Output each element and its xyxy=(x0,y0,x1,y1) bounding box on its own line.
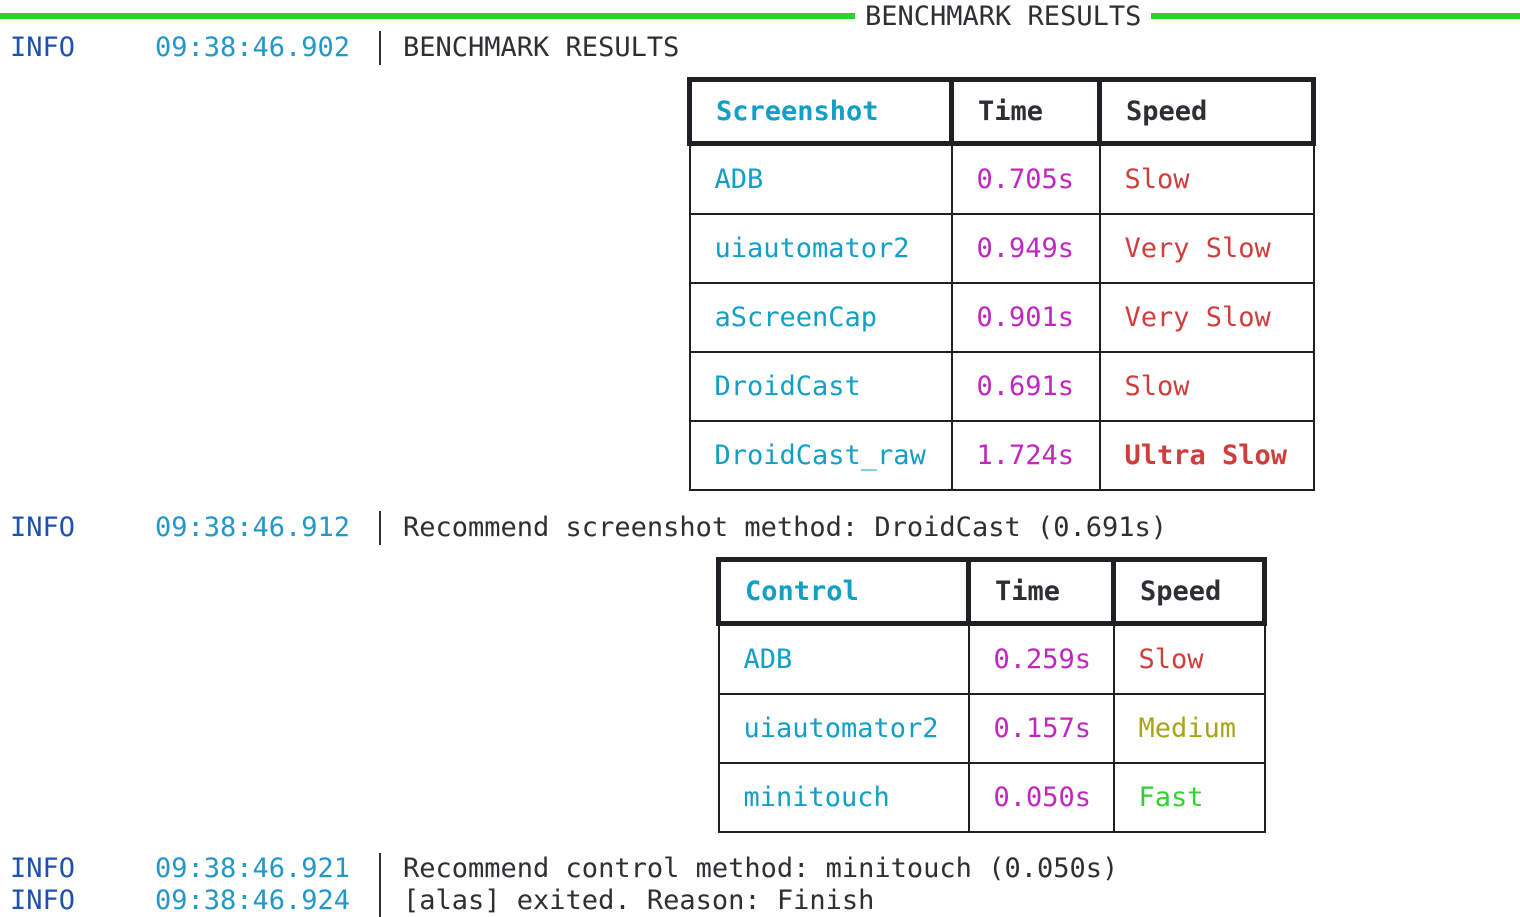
benchmark-banner: BENCHMARK RESULTS xyxy=(0,0,1520,32)
log-timestamp: 09:38:46.921 xyxy=(155,853,351,884)
column-header-time: Time xyxy=(949,77,1102,146)
method-name-cell: minitouch xyxy=(717,762,970,833)
log-level: INFO xyxy=(10,32,76,63)
method-name-cell: DroidCast_raw xyxy=(688,420,953,491)
log-timestamp: 09:38:46.924 xyxy=(155,885,351,916)
time-cell: 0.949s xyxy=(950,213,1101,284)
speed-cell: Medium xyxy=(1112,693,1266,764)
log-message: BENCHMARK RESULTS xyxy=(403,32,680,63)
log-level: INFO xyxy=(10,512,76,543)
speed-cell: Slow xyxy=(1112,622,1266,695)
log-level: INFO xyxy=(10,885,76,916)
speed-cell: Fast xyxy=(1112,762,1266,833)
column-header-control: Control xyxy=(716,557,971,626)
log-level: INFO xyxy=(10,853,76,884)
log-message: Recommend control method: minitouch (0.0… xyxy=(403,853,1119,884)
log-message: Recommend screenshot method: DroidCast (… xyxy=(403,512,1168,543)
column-header-screenshot: Screenshot xyxy=(687,77,954,146)
log-separator-bar xyxy=(379,853,381,885)
column-header-speed: Speed xyxy=(1097,77,1316,146)
speed-cell: Very Slow xyxy=(1098,282,1315,353)
speed-cell: Slow xyxy=(1098,142,1315,215)
log-separator-bar xyxy=(379,885,381,917)
time-cell: 0.157s xyxy=(967,693,1115,764)
time-cell: 0.705s xyxy=(950,142,1101,215)
log-message: [alas] exited. Reason: Finish xyxy=(403,885,875,916)
double-rule-left xyxy=(0,13,855,19)
log-line: INFO 09:38:46.924 [alas] exited. Reason:… xyxy=(0,885,1520,917)
log-separator-bar xyxy=(379,31,381,65)
log-line: INFO 09:38:46.912 Recommend screenshot m… xyxy=(0,511,1520,545)
method-name-cell: ADB xyxy=(717,622,970,695)
time-cell: 0.050s xyxy=(967,762,1115,833)
log-line: INFO 09:38:46.921 Recommend control meth… xyxy=(0,853,1520,885)
speed-cell: Very Slow xyxy=(1098,213,1315,284)
speed-cell: Ultra Slow xyxy=(1098,420,1315,491)
time-cell: 1.724s xyxy=(950,420,1101,491)
method-name-cell: aScreenCap xyxy=(688,282,953,353)
method-name-cell: ADB xyxy=(688,142,953,215)
log-tail-group: INFO 09:38:46.921 Recommend control meth… xyxy=(0,853,1520,917)
column-header-time: Time xyxy=(966,557,1116,626)
banner-title: BENCHMARK RESULTS xyxy=(865,0,1142,32)
log-timestamp: 09:38:46.912 xyxy=(155,512,351,543)
time-cell: 0.901s xyxy=(950,282,1101,353)
time-cell: 0.259s xyxy=(967,622,1115,695)
method-name-cell: uiautomator2 xyxy=(717,693,970,764)
method-name-cell: DroidCast xyxy=(688,351,953,422)
time-cell: 0.691s xyxy=(950,351,1101,422)
double-rule-right xyxy=(1151,13,1520,19)
log-line: INFO 09:38:46.902 BENCHMARK RESULTS xyxy=(0,31,1520,65)
log-separator-bar xyxy=(379,511,381,545)
method-name-cell: uiautomator2 xyxy=(688,213,953,284)
log-timestamp: 09:38:46.902 xyxy=(155,32,351,63)
column-header-speed: Speed xyxy=(1111,557,1267,626)
speed-cell: Slow xyxy=(1098,351,1315,422)
